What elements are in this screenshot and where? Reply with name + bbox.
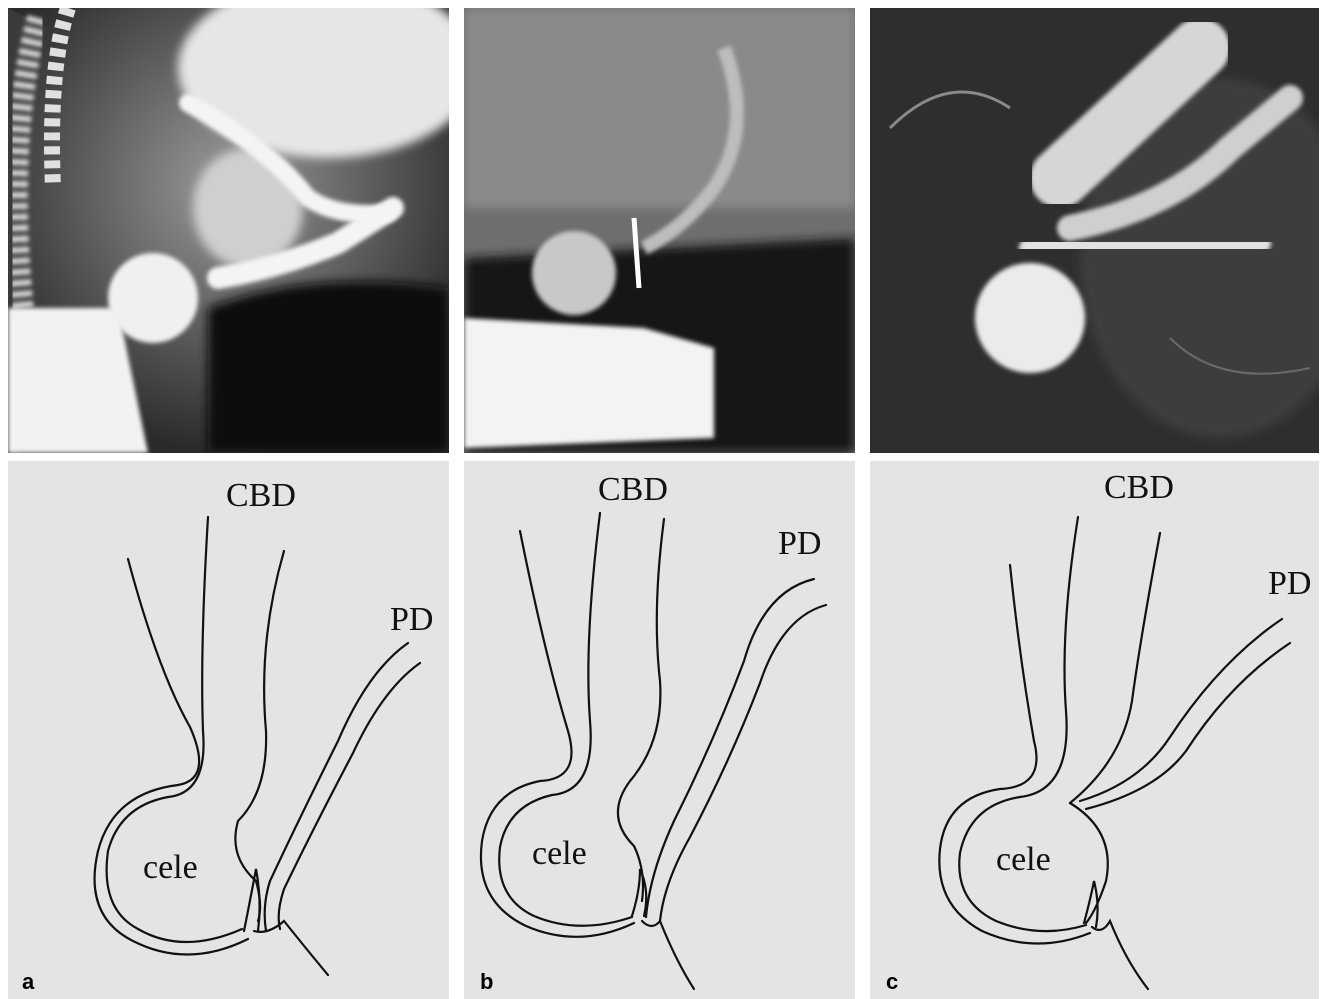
xray-image-a — [8, 8, 449, 453]
label-cbd-a: CBD — [226, 479, 296, 513]
label-pd-b: PD — [778, 527, 821, 561]
sketch-drawing-a — [8, 461, 449, 999]
sketch-panel-a: CBD PD cele a — [8, 461, 449, 999]
xray-panel-b — [464, 8, 855, 453]
label-cele-b: cele — [532, 837, 587, 871]
label-cbd-b: CBD — [598, 473, 668, 507]
label-cele-c: cele — [996, 843, 1051, 877]
panel-letter-a: a — [22, 971, 34, 993]
panel-letter-c: c — [886, 971, 898, 993]
xray-image-b — [464, 8, 855, 453]
label-pd-c: PD — [1268, 567, 1311, 601]
label-cele-a: cele — [143, 851, 198, 885]
label-pd-a: PD — [390, 603, 433, 637]
sketch-drawing-c — [870, 461, 1319, 999]
xray-image-c — [870, 8, 1319, 453]
xray-panel-a — [8, 8, 449, 453]
xray-panel-c — [870, 8, 1319, 453]
panel-letter-b: b — [480, 971, 493, 993]
label-cbd-c: CBD — [1104, 471, 1174, 505]
sketch-panel-b: CBD PD cele b — [464, 461, 855, 999]
sketch-panel-c: CBD PD cele c — [870, 461, 1319, 999]
